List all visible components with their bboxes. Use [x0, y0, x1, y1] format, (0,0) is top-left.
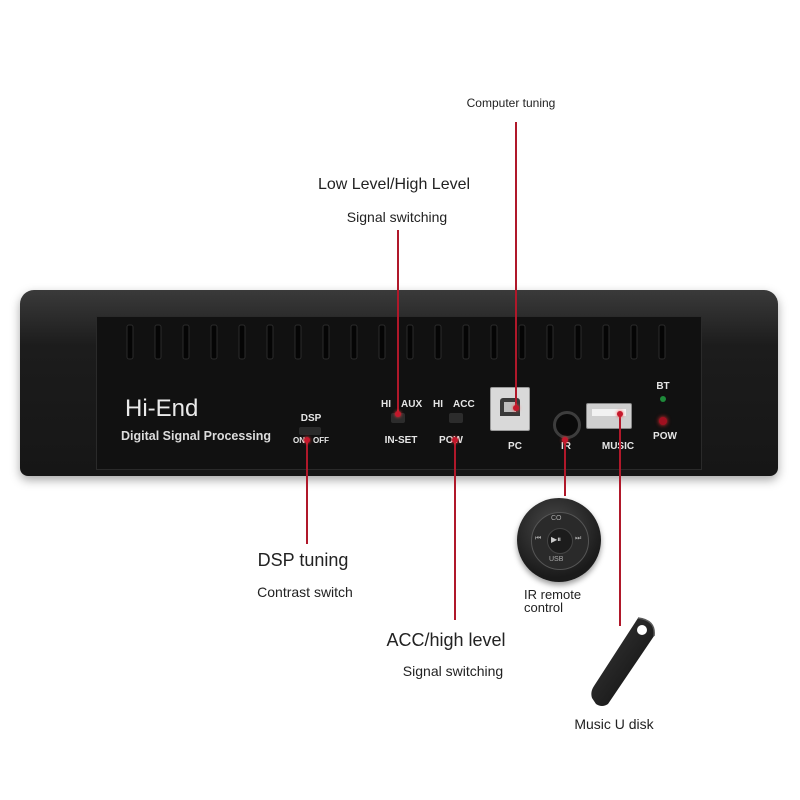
aux-switch[interactable]	[391, 413, 405, 423]
bt-label: BT	[656, 381, 670, 392]
in-set-label: IN-SET	[384, 435, 418, 446]
remote-bottom-label: USB	[549, 556, 564, 563]
music-usb-a-port[interactable]	[586, 403, 632, 429]
music-label: MUSIC	[601, 441, 635, 452]
hi-label-acc: HI	[433, 399, 443, 410]
vent-slots	[126, 324, 666, 360]
leader-music-u-disk	[619, 416, 621, 626]
remote-play-pause-icon: ▶⏸	[551, 535, 562, 544]
usb-flash-drive-icon	[591, 617, 655, 706]
ir-label: IR	[561, 441, 571, 452]
callout-ir-remote: IR remote control	[524, 588, 581, 614]
aux-label: AUX	[401, 399, 423, 410]
front-panel: Hi-End Digital Signal Processing DSP ON …	[96, 316, 702, 470]
leader-dsp-tuning	[306, 440, 308, 544]
callout-signal-switching-bottom: Signal switching	[402, 663, 504, 679]
point-ir-jack	[562, 437, 568, 443]
brand-subtitle: Digital Signal Processing	[121, 429, 272, 443]
callout-ir-remote-line1: IR remote	[524, 587, 582, 602]
pc-label: PC	[508, 441, 522, 452]
dsp-off-label: OFF	[313, 436, 329, 445]
callout-computer-tuning: Computer tuning	[466, 96, 556, 110]
point-acc-switch	[452, 437, 458, 443]
pc-usb-b-port[interactable]	[490, 387, 530, 431]
leader-computer-tuning	[515, 122, 517, 408]
dsp-on-label: ON	[293, 436, 305, 445]
leader-acc-high-level	[454, 440, 456, 620]
remote-top-label: CO	[551, 515, 562, 522]
point-dsp-switch	[304, 437, 310, 443]
dsp-label: DSP	[300, 413, 322, 424]
brand-title: Hi-End	[125, 395, 199, 422]
callout-acc-high-level: ACC/high level	[386, 630, 506, 650]
leader-ir-remote	[564, 440, 566, 496]
point-music-port	[617, 411, 623, 417]
bt-led	[660, 396, 666, 402]
callout-low-high-level: Low Level/High Level	[317, 176, 471, 193]
ir-jack[interactable]	[553, 411, 581, 439]
callout-music-u-disk: Music U disk	[574, 716, 654, 732]
callout-signal-switching-top: Signal switching	[346, 209, 448, 225]
leader-low-high-level	[397, 230, 399, 414]
point-aux-switch	[395, 411, 401, 417]
power-led	[659, 417, 667, 425]
callout-contrast-switch: Contrast switch	[257, 584, 353, 600]
pow-label-left: POW	[439, 435, 463, 446]
callout-dsp-tuning: DSP tuning	[257, 550, 349, 570]
callout-ir-remote-line2: control	[524, 600, 564, 615]
remote-prev-icon: ⏮	[535, 535, 542, 542]
remote-next-icon: ⏭	[575, 535, 582, 542]
pow-label-right: POW	[653, 431, 677, 442]
acc-label: ACC	[453, 399, 475, 410]
point-pc-port	[513, 405, 519, 411]
dsp-switch[interactable]	[299, 427, 321, 435]
hi-label-aux: HI	[381, 399, 391, 410]
ir-remote-control: CO USB ⏮ ⏭ ▶⏸	[517, 498, 601, 582]
acc-switch[interactable]	[449, 413, 463, 423]
